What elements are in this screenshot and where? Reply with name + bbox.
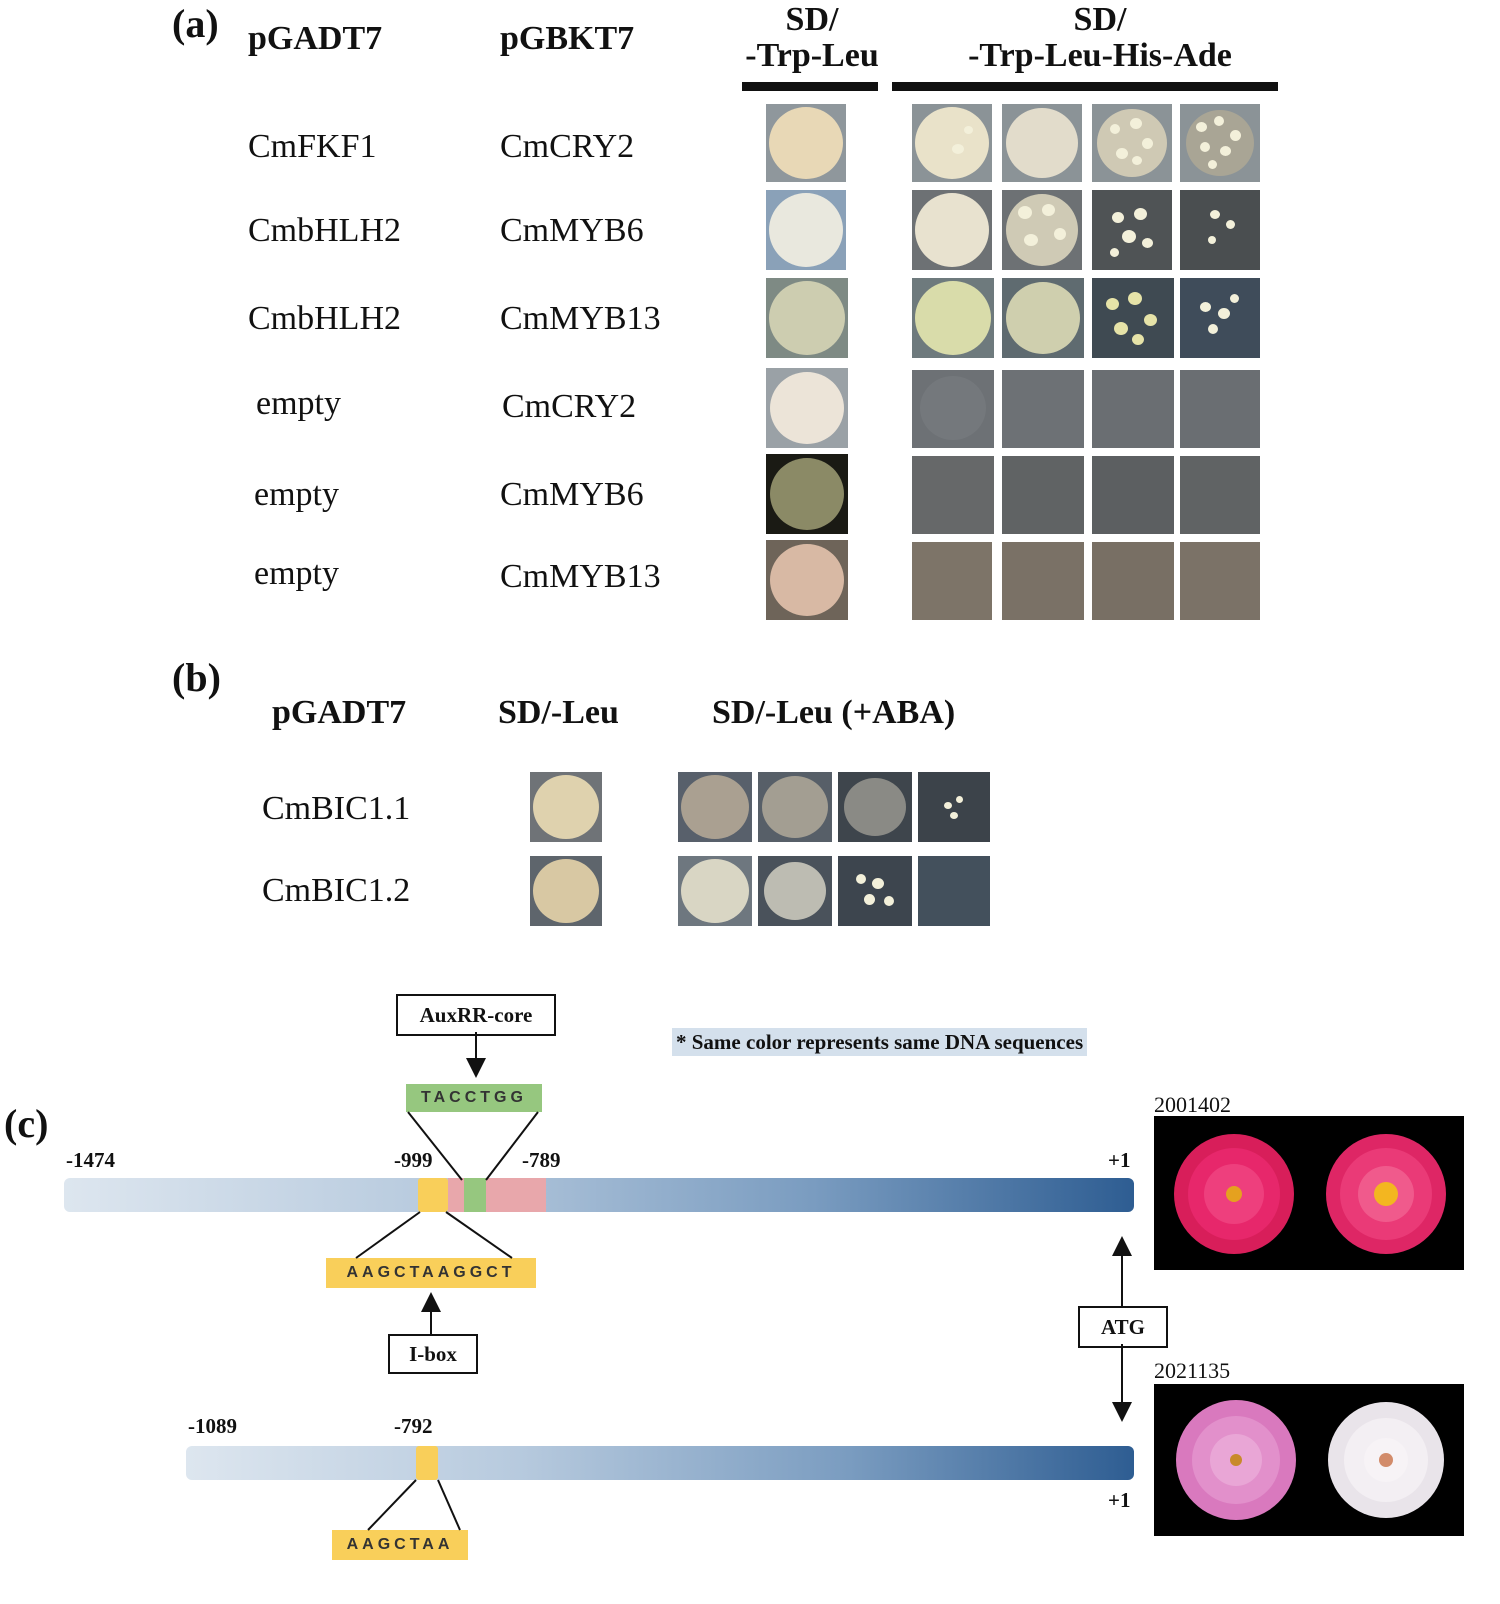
colony-tile: [1092, 456, 1174, 534]
colony-tile: [1002, 104, 1082, 182]
top-position-789: -789: [522, 1148, 561, 1172]
colony-tile: [1002, 542, 1084, 620]
colony-tile: [1092, 278, 1174, 358]
colony-tile: [766, 190, 846, 270]
colony-tile: [912, 104, 992, 182]
colony-tile: [1002, 456, 1084, 534]
colony-tile: [766, 540, 848, 620]
ibox-segment-bottom: [416, 1446, 438, 1480]
row-6-prey: empty: [254, 555, 339, 592]
top-position-999: -999: [394, 1148, 433, 1172]
colony-tile: [1002, 190, 1082, 270]
media-header-sd-leu-aba: SD/-Leu (+ABA): [712, 694, 956, 731]
col-header-pgadt7-b: pGADT7: [272, 694, 407, 731]
col-header-pgbkt7: pGBKT7: [500, 20, 635, 57]
colony-tile: [1180, 370, 1260, 448]
underline-sd-qdo: [892, 82, 1278, 91]
media-header-line2: -Trp-Leu: [745, 37, 879, 74]
colony-tile: [1092, 542, 1174, 620]
row-5-prey: empty: [254, 476, 339, 513]
colony-tile: [1092, 370, 1174, 448]
row-3-prey: CmbHLH2: [248, 300, 401, 337]
flower-image-bottom: [1176, 1400, 1444, 1520]
colony-tile: [1180, 190, 1260, 270]
colony-tile: [766, 104, 846, 182]
colony-tile: [766, 368, 848, 448]
colony-tile: [1092, 190, 1172, 270]
colony-tile: [912, 542, 992, 620]
colony-tile: [1002, 278, 1084, 358]
row-b2-prey: CmBIC1.2: [262, 872, 411, 909]
colony-tile: [758, 856, 832, 926]
colony-tile: [1180, 542, 1260, 620]
top-start-position: -1474: [66, 1148, 115, 1172]
row-1-bait: CmCRY2: [500, 128, 635, 165]
cultivar-label-bottom: 2021135: [1154, 1358, 1231, 1383]
media-header-line1: SD/: [1073, 1, 1127, 38]
colony-tile: [912, 370, 994, 448]
underline-sd-trp-leu: [742, 82, 878, 91]
panel-a-label: (a): [172, 1, 219, 46]
colony-tile: [1002, 370, 1084, 448]
colony-tile: [678, 856, 752, 926]
row-2-prey: CmbHLH2: [248, 212, 401, 249]
flower-photo-bottom: [1154, 1384, 1464, 1536]
flower-image-top: [1174, 1134, 1446, 1254]
row-3-bait: CmMYB13: [500, 300, 661, 337]
row-2-bait: CmMYB6: [500, 212, 644, 249]
ibox-sequence-bottom: AAGCTAA: [332, 1530, 468, 1560]
colony-tile: [912, 278, 994, 358]
colony-tile: [766, 278, 848, 358]
atg-box: ATG: [1078, 1306, 1168, 1348]
auxrr-segment: [464, 1178, 486, 1212]
bottom-start-position: -1089: [188, 1414, 237, 1438]
row-4-bait: CmCRY2: [502, 388, 637, 425]
col-header-pgadt7: pGADT7: [248, 20, 383, 57]
media-header-sd-qdo: SD/ -Trp-Leu-His-Ade: [910, 2, 1290, 74]
colony-tile: [912, 456, 994, 534]
top-end-position: +1: [1108, 1148, 1131, 1172]
colony-tile: [918, 772, 990, 842]
media-header-sd-trp-leu: SD/ -Trp-Leu: [722, 2, 902, 74]
row-4-prey: empty: [256, 385, 341, 422]
row-6-bait: CmMYB13: [500, 558, 661, 595]
ibox-box: I-box: [388, 1334, 478, 1374]
flower-photo-top: [1154, 1116, 1464, 1270]
bottom-end-position: +1: [1108, 1488, 1131, 1512]
colony-tile: [678, 772, 752, 842]
panel-c-label: (c): [4, 1101, 49, 1146]
bottom-position-792: -792: [394, 1414, 433, 1438]
auxrr-sequence: TACCTGG: [406, 1084, 542, 1112]
colony-tile: [838, 856, 912, 926]
media-header-line2: -Trp-Leu-His-Ade: [968, 37, 1232, 74]
colony-tile: [1180, 104, 1260, 182]
row-1-prey: CmFKF1: [248, 128, 377, 165]
colony-tile: [1092, 104, 1172, 182]
cultivar-label-top: 2001402: [1154, 1092, 1231, 1117]
colony-tile: [530, 856, 602, 926]
colony-tile: [918, 856, 990, 926]
ibox-segment-top: [418, 1178, 448, 1212]
ibox-sequence-top: AAGCTAAGGCT: [326, 1258, 536, 1288]
promoter-bar-bottom: [186, 1446, 1134, 1480]
panel-b-label: (b): [172, 655, 221, 700]
colony-tile: [1180, 456, 1260, 534]
colony-tile: [530, 772, 602, 842]
colony-tile: [912, 190, 992, 270]
colony-tile: [758, 772, 832, 842]
pink-segment: [448, 1178, 546, 1212]
media-header-line1: SD/: [785, 1, 839, 38]
media-header-sd-leu: SD/-Leu: [498, 694, 619, 731]
row-b1-prey: CmBIC1.1: [262, 790, 411, 827]
row-5-bait: CmMYB6: [500, 476, 644, 513]
colony-tile: [1180, 278, 1260, 358]
promoter-bar-top: [64, 1178, 1134, 1212]
colony-tile: [838, 772, 912, 842]
auxrr-core-box: AuxRR-core: [396, 994, 556, 1036]
legend-note: * Same color represents same DNA sequenc…: [672, 1028, 1088, 1056]
colony-tile: [766, 454, 848, 534]
